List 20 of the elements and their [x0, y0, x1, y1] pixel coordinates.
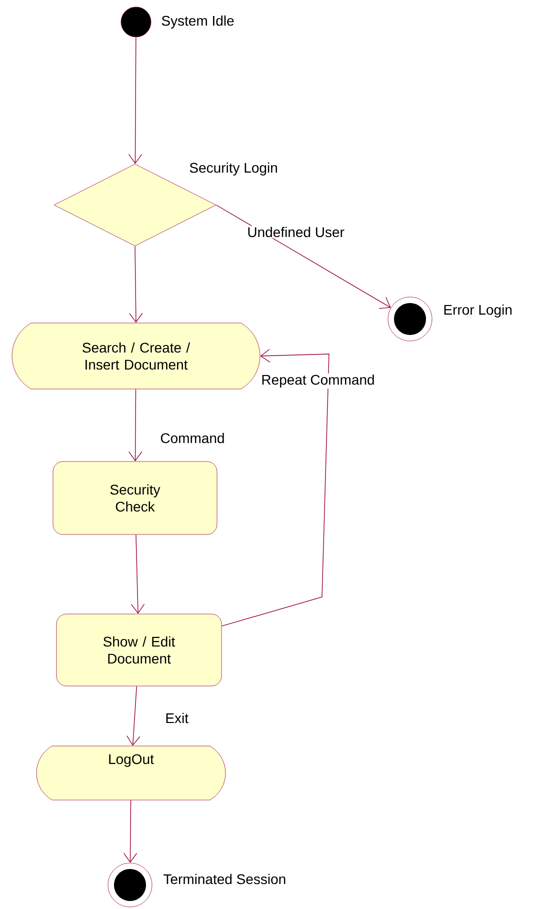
state-box: Security Check	[52, 461, 218, 535]
node-heading: Security Login	[190, 162, 277, 176]
arrow	[123, 800, 138, 863]
state-box: Show / Edit Document	[56, 614, 222, 686]
activity-node: LogOut	[36, 746, 226, 800]
edge-label: Undefined User	[246, 226, 346, 238]
edge-label: Repeat Command	[260, 373, 376, 389]
edge-label: Exit	[164, 712, 190, 724]
arrow	[130, 534, 145, 614]
arrow	[126, 686, 140, 746]
arrow	[128, 388, 142, 462]
node-caption: System Idle	[162, 15, 234, 29]
edge-label: Command	[159, 432, 226, 444]
arrow	[129, 246, 143, 323]
arrow	[216, 204, 391, 309]
activity-node: Search / Create / Insert Document	[12, 322, 260, 390]
node-caption: Terminated Session	[164, 874, 286, 884]
arrow	[128, 36, 142, 164]
node-caption: Error Login	[444, 304, 512, 318]
arrow	[221, 348, 330, 626]
